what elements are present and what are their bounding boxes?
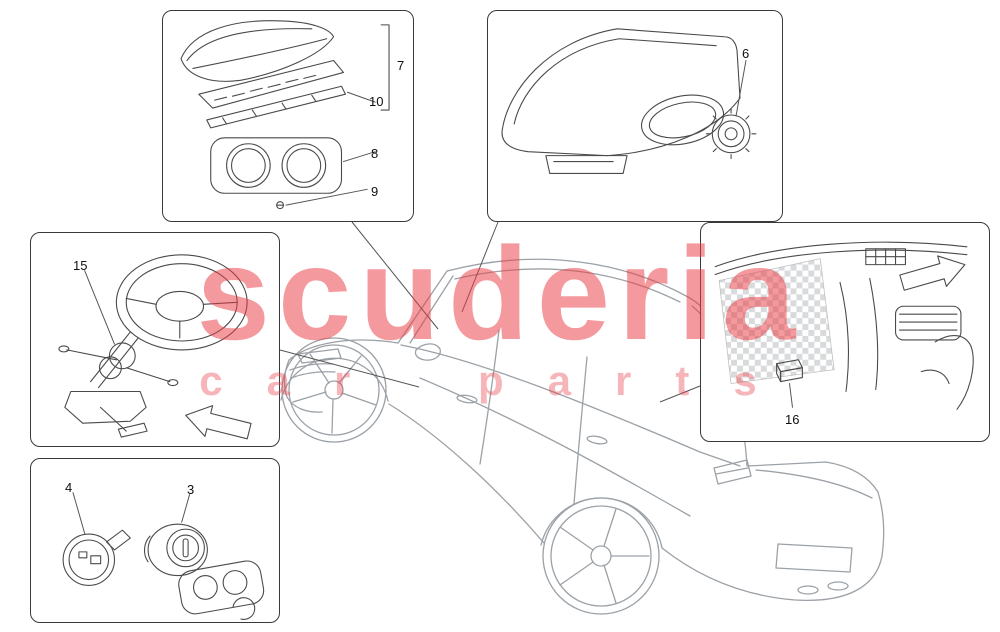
hatched-area — [718, 258, 835, 384]
callout-15[interactable]: 15 — [73, 258, 88, 273]
gauge-cluster-drawing — [210, 137, 343, 194]
direction-arrow-icon — [185, 405, 252, 440]
trim-panel-drawing — [501, 28, 741, 174]
dashboard-top-pad-drawing — [180, 20, 335, 82]
instrument-cluster-drawing — [180, 20, 390, 210]
direction-arrow-icon — [899, 255, 966, 291]
callout-8[interactable]: 8 — [371, 146, 379, 161]
pad-underside-drawing — [198, 59, 345, 109]
callout-10[interactable]: 10 — [369, 94, 384, 109]
steering-column-drawing — [58, 254, 252, 440]
gasket-plate-drawing — [178, 560, 265, 620]
callout-7[interactable]: 7 — [397, 58, 405, 73]
vent-drawing — [894, 305, 962, 341]
lock-cylinder-drawing — [143, 523, 208, 577]
dashboard-trim-drawing — [501, 28, 757, 174]
screw-drawing — [276, 201, 285, 210]
callout-4[interactable]: 4 — [65, 480, 73, 495]
callout-6[interactable]: 6 — [742, 46, 750, 61]
column-switch-drawing — [58, 331, 179, 389]
steering-wheel-drawing — [115, 254, 248, 351]
lower-bracket-drawing — [64, 390, 148, 438]
panel-steering-column: 15 — [30, 232, 280, 447]
ignition-switch-drawing — [62, 492, 265, 620]
callout-9[interactable]: 9 — [371, 184, 379, 199]
panel-dashboard-interior: 16 — [700, 222, 990, 442]
grid-detail-drawing — [865, 248, 906, 266]
callout-3[interactable]: 3 — [187, 482, 195, 497]
vehicle-body — [280, 258, 885, 602]
rear-wheel — [542, 497, 660, 615]
panel-dashboard-trim: 6 — [487, 10, 783, 222]
leader-lines — [279, 221, 701, 403]
round-button-part-drawing — [705, 108, 757, 160]
panel-ignition-switch: 4 3 — [30, 458, 280, 623]
seat-curves-drawing — [920, 335, 974, 410]
dashboard-interior-drawing — [714, 241, 974, 410]
switch-part-drawing — [776, 359, 803, 383]
immobilizer-ring-drawing — [62, 529, 131, 586]
trim-strip-drawing — [206, 85, 346, 129]
callout-16[interactable]: 16 — [785, 412, 800, 427]
bracket-7 — [380, 24, 390, 111]
panel-instrument-cluster: 7 10 8 9 — [162, 10, 414, 222]
front-wheel — [281, 337, 387, 443]
